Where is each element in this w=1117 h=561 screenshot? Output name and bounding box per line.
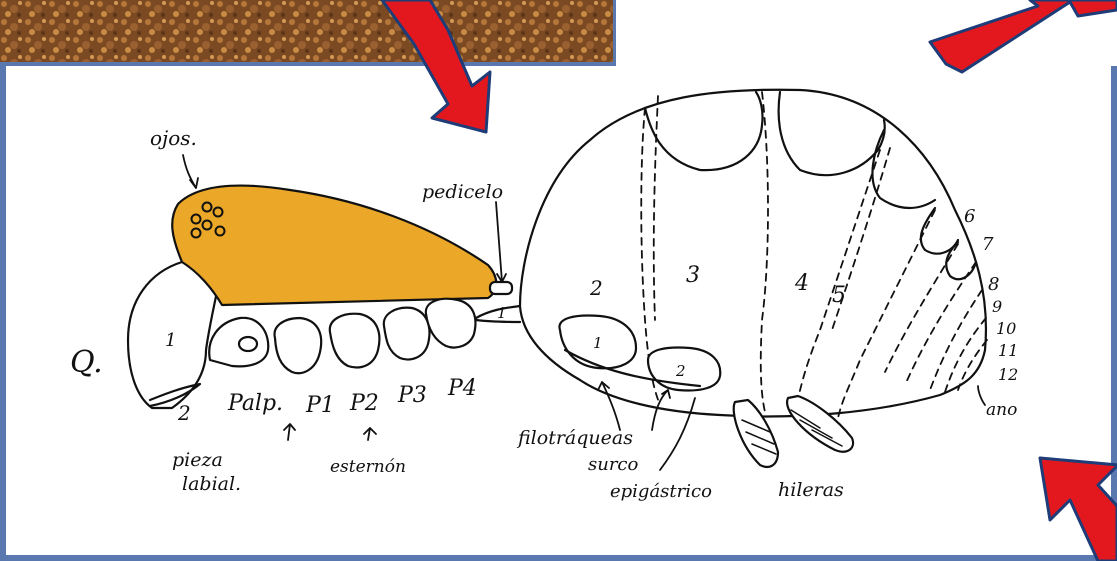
- label-pedicel-1: 1: [497, 304, 507, 322]
- label-palp: Palp.: [227, 391, 283, 416]
- label-seg8: 8: [988, 274, 999, 295]
- label-p4: P4: [447, 376, 477, 401]
- label-chelicera-2: 2: [177, 401, 191, 425]
- pedicel-plate: [490, 282, 512, 294]
- label-ojos: ojos.: [150, 126, 197, 150]
- label-q: Q.: [70, 345, 103, 380]
- label-filotraqueas: filotráqueas: [516, 427, 633, 449]
- label-surco: surco: [588, 454, 639, 475]
- label-seg5: 5: [832, 283, 846, 308]
- label-p3: P3: [397, 383, 427, 408]
- label-seg2: 2: [589, 276, 603, 300]
- label-seg12: 12: [998, 365, 1018, 384]
- label-seg11: 11: [998, 341, 1018, 360]
- label-esternon: esternón: [330, 457, 406, 477]
- label-chelicera-1: 1: [165, 330, 176, 351]
- label-epigastrico: epigástrico: [610, 481, 712, 502]
- label-book2: 2: [675, 362, 686, 380]
- label-seg3: 3: [686, 263, 700, 288]
- soil-photo: [0, 0, 613, 62]
- label-seg6: 6: [964, 206, 975, 227]
- label-pedicelo: pedicelo: [422, 181, 503, 203]
- label-seg9: 9: [992, 297, 1002, 316]
- label-labial: labial.: [182, 473, 241, 495]
- label-ano: ano: [986, 400, 1017, 420]
- label-seg7: 7: [982, 234, 994, 255]
- label-seg10: 10: [996, 319, 1016, 338]
- label-p2: P2: [349, 391, 379, 416]
- label-book1: 1: [593, 334, 603, 352]
- label-pieza: pieza: [172, 449, 223, 471]
- label-p1: P1: [305, 393, 335, 418]
- label-seg4: 4: [794, 271, 809, 296]
- label-hileras: hileras: [778, 479, 844, 501]
